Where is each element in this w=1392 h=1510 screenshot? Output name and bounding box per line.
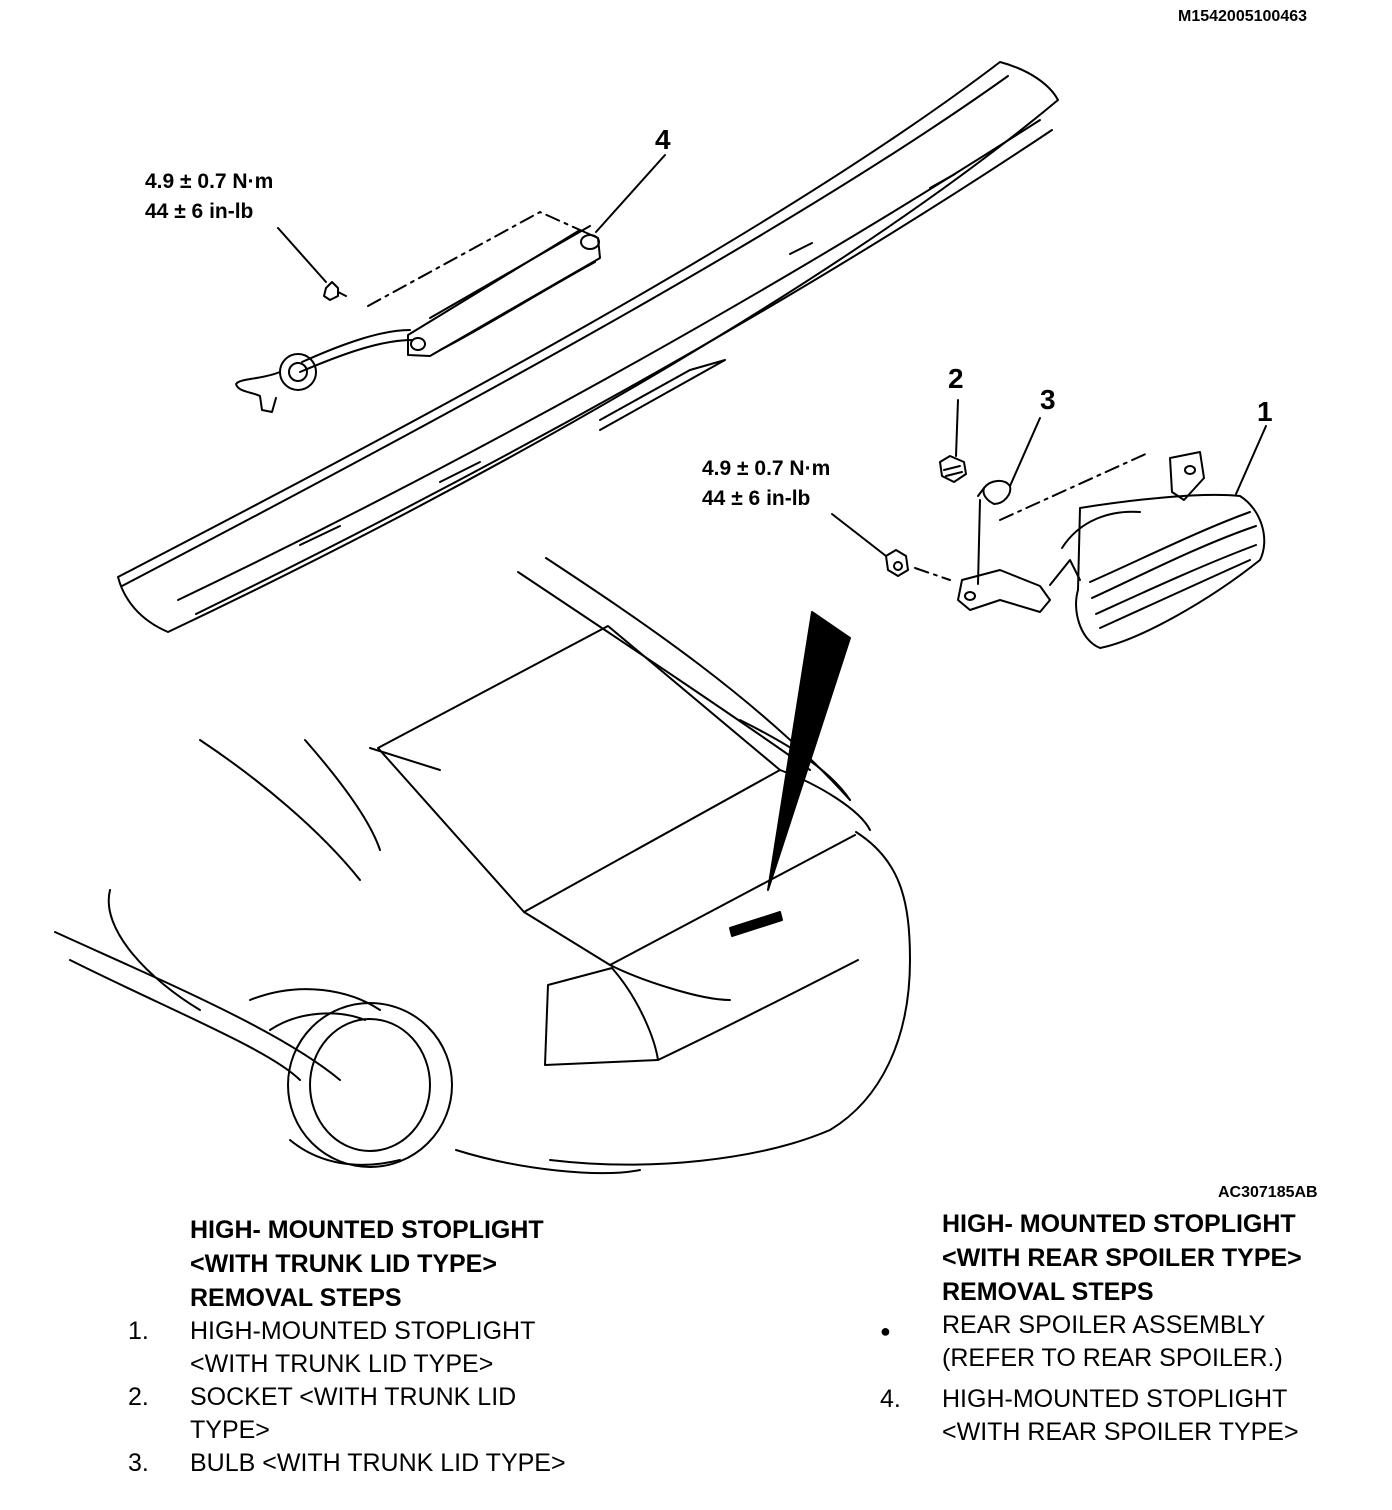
diagram-illustration	[54, 61, 1267, 1175]
torque-inlb: 44 ± 6 in-lb	[702, 487, 811, 510]
rear-spoiler	[117, 61, 1059, 633]
trunk-stoplight-marker	[729, 911, 783, 937]
figure-code-top: M1542005100463	[1178, 8, 1308, 25]
title-line: REMOVAL STEPS	[190, 1284, 402, 1312]
trunk-lid-removal-section: HIGH- MOUNTED STOPLIGHT <WITH TRUNK LID …	[128, 1213, 566, 1480]
pointer-wedge	[767, 611, 851, 891]
trunk-lid-stoplight-assembly	[885, 451, 1266, 649]
removal-step: 2. SOCKET <WITH TRUNK LID TYPE>	[128, 1381, 566, 1447]
removal-step: 3. BULB <WITH TRUNK LID TYPE>	[128, 1447, 566, 1480]
title-line: <WITH REAR SPOILER TYPE>	[942, 1244, 1302, 1272]
rear-spoiler-removal-section: HIGH- MOUNTED STOPLIGHT <WITH REAR SPOIL…	[880, 1207, 1302, 1449]
torque-spec-left: 4.9 ± 0.7 N·m 44 ± 6 in-lb	[145, 167, 273, 227]
step-text: REAR SPOILER ASSEMBLY (REFER TO REAR SPO…	[942, 1311, 1283, 1372]
step-text: BULB <WITH TRUNK LID TYPE>	[190, 1449, 566, 1477]
section-title: HIGH- MOUNTED STOPLIGHT <WITH TRUNK LID …	[128, 1213, 566, 1315]
torque-nm: 4.9 ± 0.7 N·m	[145, 170, 274, 193]
step-number: 4.	[880, 1385, 901, 1413]
leader-lines	[277, 154, 1267, 585]
step-text: SOCKET <WITH TRUNK LID TYPE>	[190, 1383, 517, 1444]
title-line: REMOVAL STEPS	[942, 1278, 1154, 1306]
torque-spec-right: 4.9 ± 0.7 N·m 44 ± 6 in-lb	[702, 454, 830, 514]
removal-step: ● REAR SPOILER ASSEMBLY (REFER TO REAR S…	[880, 1309, 1302, 1375]
callout-2: 2	[948, 363, 964, 394]
step-number: 2.	[128, 1383, 149, 1411]
figure-code-bottom: AC307185AB	[1218, 1184, 1318, 1201]
torque-nm: 4.9 ± 0.7 N·m	[702, 457, 831, 480]
title-line: HIGH- MOUNTED STOPLIGHT	[942, 1210, 1296, 1238]
bullet: ●	[880, 1321, 891, 1341]
torque-inlb: 44 ± 6 in-lb	[145, 200, 254, 223]
callout-1: 1	[1257, 396, 1273, 427]
step-text: HIGH-MOUNTED STOPLIGHT <WITH REAR SPOILE…	[942, 1385, 1299, 1446]
removal-step: 1. HIGH-MOUNTED STOPLIGHT <WITH TRUNK LI…	[128, 1315, 566, 1381]
title-line: HIGH- MOUNTED STOPLIGHT	[190, 1216, 544, 1244]
spoiler-stoplight-assembly	[235, 211, 601, 413]
title-line: <WITH TRUNK LID TYPE>	[190, 1250, 497, 1278]
callout-4: 4	[655, 124, 671, 155]
step-number: 3.	[128, 1449, 149, 1477]
section-title: HIGH- MOUNTED STOPLIGHT <WITH REAR SPOIL…	[880, 1207, 1302, 1309]
step-text: HIGH-MOUNTED STOPLIGHT <WITH TRUNK LID T…	[190, 1317, 536, 1378]
step-number: 1.	[128, 1317, 149, 1345]
callout-3: 3	[1040, 384, 1056, 415]
car-body	[54, 557, 911, 1175]
removal-step: 4. HIGH-MOUNTED STOPLIGHT <WITH REAR SPO…	[880, 1383, 1302, 1449]
